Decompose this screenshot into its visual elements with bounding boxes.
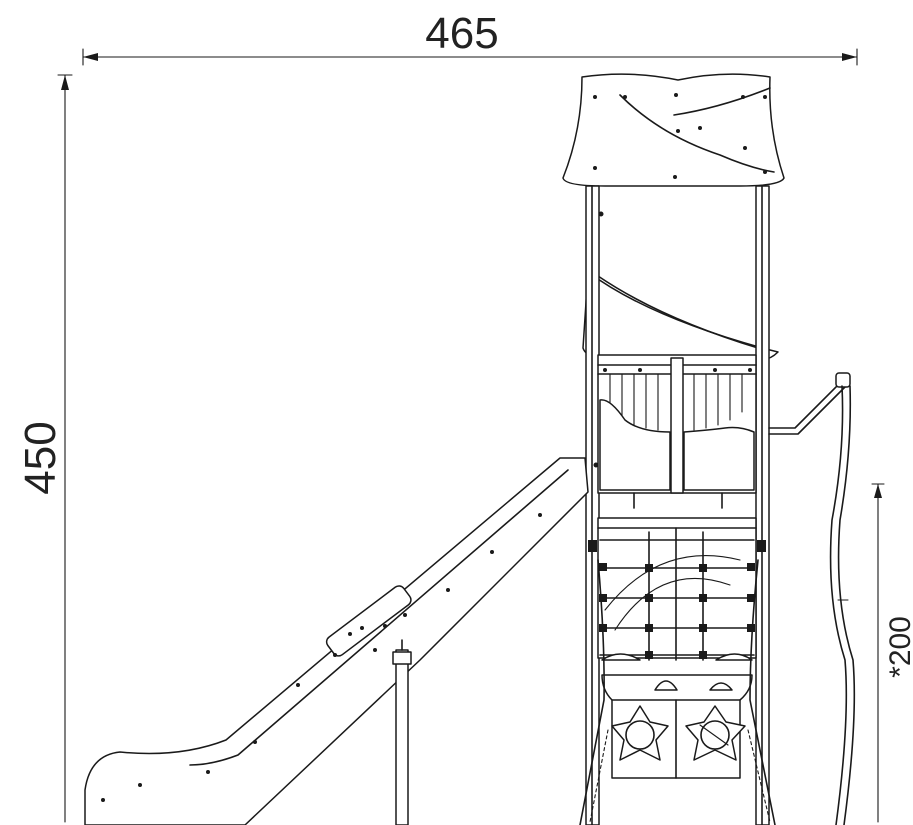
slide-support-post — [392, 639, 412, 825]
slide-bolts — [101, 513, 542, 802]
height-dimension: 450 — [16, 74, 73, 823]
slide — [84, 457, 589, 825]
support-chains — [579, 559, 776, 825]
width-dimension: 465 — [82, 9, 858, 66]
balustrade-slats — [609, 373, 743, 431]
climbing-pole — [829, 385, 856, 825]
platform-height-dimension: *200 — [871, 483, 913, 823]
lower-panel — [601, 674, 753, 779]
width-dimension-label: 465 — [425, 9, 498, 58]
upper-balustrade — [597, 354, 757, 509]
handrail — [768, 372, 851, 435]
tower-posts — [585, 185, 770, 825]
platform-height-label: *200 — [884, 616, 913, 678]
climbing-net — [588, 517, 766, 661]
height-dimension-label: 450 — [16, 421, 65, 494]
star-window-right — [685, 705, 746, 761]
star-window-left — [611, 705, 669, 761]
roof-bolts — [593, 93, 767, 179]
roof — [562, 73, 785, 187]
